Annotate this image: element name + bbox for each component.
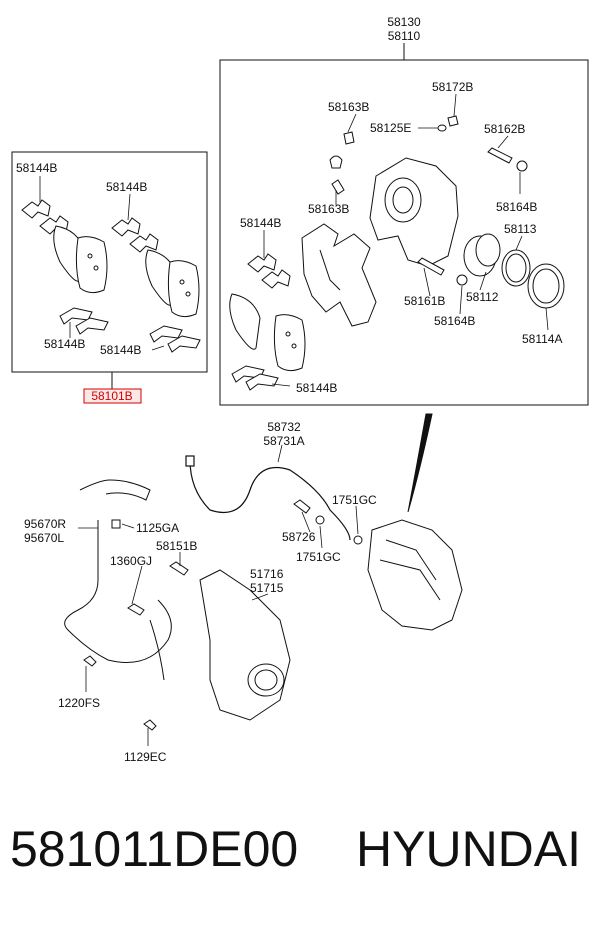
label-sensor-clip: 1125GA	[136, 521, 179, 535]
bolt-1129	[143, 719, 157, 731]
leader-lines	[39, 93, 549, 746]
pad-kit-group-box	[11, 151, 208, 373]
label-guide-bushing: 58164B	[496, 200, 537, 214]
speed-sensor-harness	[64, 479, 172, 681]
label-pad-shim-2: 58144B	[106, 180, 147, 194]
steering-knuckle	[199, 569, 291, 721]
assembly-arrow	[407, 413, 433, 513]
hose-bolt	[293, 499, 311, 514]
label-hose-bolt: 58726	[282, 530, 316, 544]
caliper-pad-shim-clip-upper	[247, 253, 291, 289]
caliper-pad-shim-clip-lower	[231, 365, 279, 391]
guide-rod-boot	[329, 155, 345, 195]
label-gasket-top: 1751GC	[332, 493, 377, 507]
label-bolt-1129: 1129EC	[124, 750, 167, 764]
label-piston-seal: 58112	[466, 290, 499, 304]
caliper-brake-pads	[229, 293, 306, 372]
label-bolt-1220: 1220FS	[58, 696, 100, 710]
label-pad-shim-1: 58144B	[16, 161, 57, 175]
label-brake-hose-1: 58732	[267, 420, 301, 434]
label-caliper-assy-2: 58110	[388, 29, 421, 43]
caliper-bolt	[169, 561, 189, 576]
brake-line-gaskets	[315, 515, 363, 545]
brand-name: HYUNDAI	[356, 821, 582, 877]
caliper-housing	[369, 157, 459, 267]
label-pad-kit: 58101B	[91, 389, 132, 403]
bleeder-screw	[343, 115, 459, 145]
label-bleeder-screw: 58172B	[432, 80, 473, 94]
bolt-1360	[127, 603, 145, 616]
label-piston: 58113	[504, 222, 537, 236]
label-pad-shim-3: 58144B	[44, 337, 85, 351]
brake-pad-left-inner	[53, 225, 108, 294]
assembled-caliper	[367, 519, 463, 631]
label-guide-bushing-lower: 58164B	[434, 314, 475, 328]
label-knuckle-1: 51716	[250, 567, 284, 581]
part-number: 581011DE00	[10, 821, 299, 877]
label-bleeder-cap: 58125E	[370, 121, 411, 135]
label-guide-rod-boot-2: 58163B	[308, 202, 349, 216]
sensor-clip	[111, 519, 121, 529]
pad-kit-highlight-box	[83, 388, 142, 404]
label-guide-rod-lower: 58161B	[404, 294, 445, 308]
label-brake-hose-2: 58731A	[263, 434, 304, 448]
label-gasket-bottom: 1751GC	[296, 550, 341, 564]
brake-pad-right-inner	[145, 249, 200, 318]
pad-shim-clip-bottom-left	[59, 307, 109, 335]
label-guide-rod-bolt: 58162B	[484, 122, 525, 136]
label-pad-shim-5: 58144B	[240, 216, 281, 230]
label-caliper-bolt: 58151B	[156, 539, 197, 553]
label-speed-sensor-1: 95670R	[24, 517, 66, 531]
footer: 581011DE00 HYUNDAI	[0, 820, 600, 900]
label-knuckle-2: 51715	[250, 581, 284, 595]
pad-shim-clip-bottom-right	[149, 325, 201, 353]
piston	[463, 233, 501, 277]
label-guide-rod-boot-1: 58163B	[328, 100, 369, 114]
label-pad-shim-6: 58144B	[296, 381, 337, 395]
brake-hose	[185, 455, 351, 541]
label-bolt-1360: 1360GJ	[110, 554, 152, 568]
bolt-1220	[83, 655, 97, 667]
dust-boot	[527, 263, 565, 309]
guide-rod-lower	[417, 257, 468, 286]
pad-shim-clip-top-right	[111, 217, 159, 253]
label-pad-shim-4: 58144B	[100, 343, 141, 357]
piston-seal	[501, 249, 531, 287]
caliper-carrier-bracket	[301, 223, 377, 327]
label-dust-boot: 58114A	[522, 332, 562, 346]
guide-rod-bolt	[487, 147, 528, 172]
label-caliper-assy-1: 58130	[387, 15, 421, 29]
label-speed-sensor-2: 95670L	[24, 531, 64, 545]
